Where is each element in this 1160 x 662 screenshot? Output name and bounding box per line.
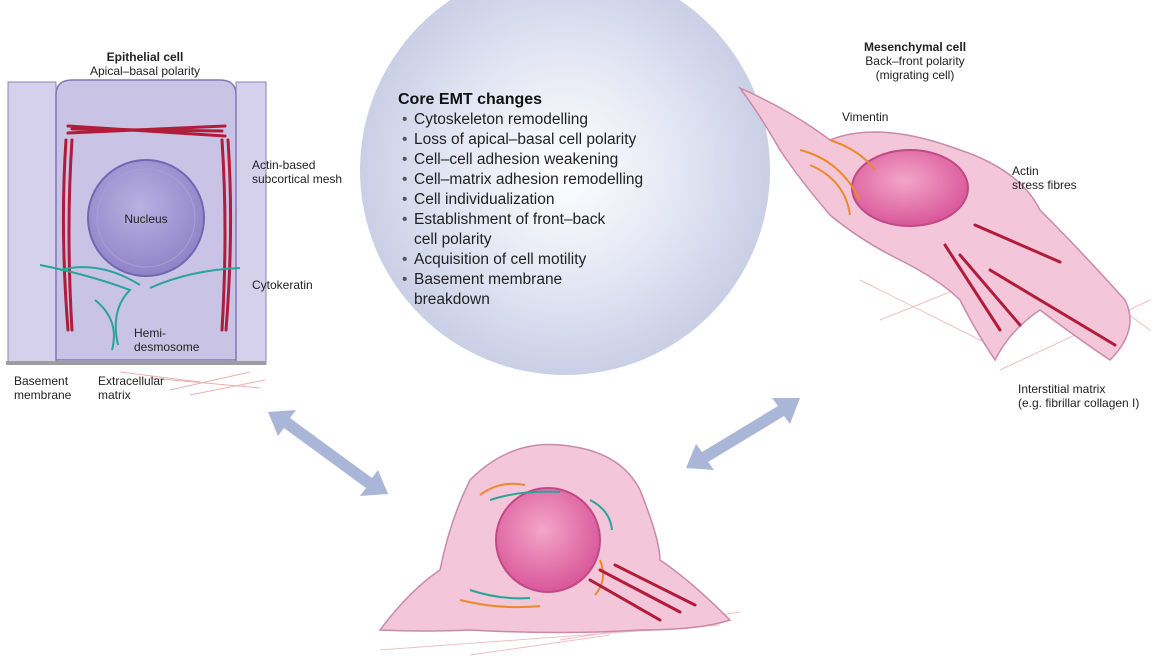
core-emt-item: Loss of apical–basal cell polarity bbox=[398, 130, 738, 150]
interstitial-matrix-label: Interstitial matrix (e.g. fibrillar coll… bbox=[1018, 382, 1139, 410]
arrow-mesenchymal-intermediate bbox=[686, 398, 800, 470]
mesenchymal-nucleus bbox=[852, 150, 968, 226]
arrow-epithelial-intermediate bbox=[268, 410, 388, 496]
core-emt-item: Cell–matrix adhesion remodelling bbox=[398, 170, 738, 190]
vimentin-label: Vimentin bbox=[842, 110, 888, 124]
core-emt-item: Basement membrane breakdown bbox=[398, 270, 738, 310]
nucleus-label: Nucleus bbox=[106, 212, 186, 226]
core-emt-item: Cell–cell adhesion weakening bbox=[398, 150, 738, 170]
cytokeratin-label: Cytokeratin bbox=[252, 278, 313, 292]
epithelial-cell-title: Epithelial cell bbox=[70, 50, 220, 64]
core-emt-list: Cytoskeleton remodelling Loss of apical–… bbox=[398, 110, 738, 310]
core-emt-heading: Core EMT changes bbox=[398, 90, 738, 110]
core-emt-item: Cell individualization bbox=[398, 190, 738, 210]
epithelial-cell-subtitle: Apical–basal polarity bbox=[60, 64, 230, 78]
stress-fibres-label: Actin stress fibres bbox=[1012, 164, 1077, 192]
actin-mesh-label: Actin-based subcortical mesh bbox=[252, 158, 342, 186]
mesenchymal-cell-subtitle: Back–front polarity (migrating cell) bbox=[840, 54, 990, 82]
intermediate-cell-panel bbox=[380, 444, 740, 655]
core-emt-item: Establishment of front–back cell polarit… bbox=[398, 210, 738, 250]
core-emt-item: Acquisition of cell motility bbox=[398, 250, 738, 270]
mesenchymal-cell-title: Mesenchymal cell bbox=[840, 40, 990, 54]
core-emt-item: Cytoskeleton remodelling bbox=[398, 110, 738, 130]
intermediate-nucleus bbox=[496, 488, 600, 592]
basement-membrane-label: Basement membrane bbox=[14, 374, 71, 402]
hemidesmosome-label: Hemi- desmosome bbox=[134, 326, 199, 354]
extracellular-matrix-label: Extracellular matrix bbox=[98, 374, 164, 402]
core-emt-changes: Core EMT changes Cytoskeleton remodellin… bbox=[398, 90, 738, 310]
mesenchymal-cell-panel bbox=[740, 88, 1150, 370]
